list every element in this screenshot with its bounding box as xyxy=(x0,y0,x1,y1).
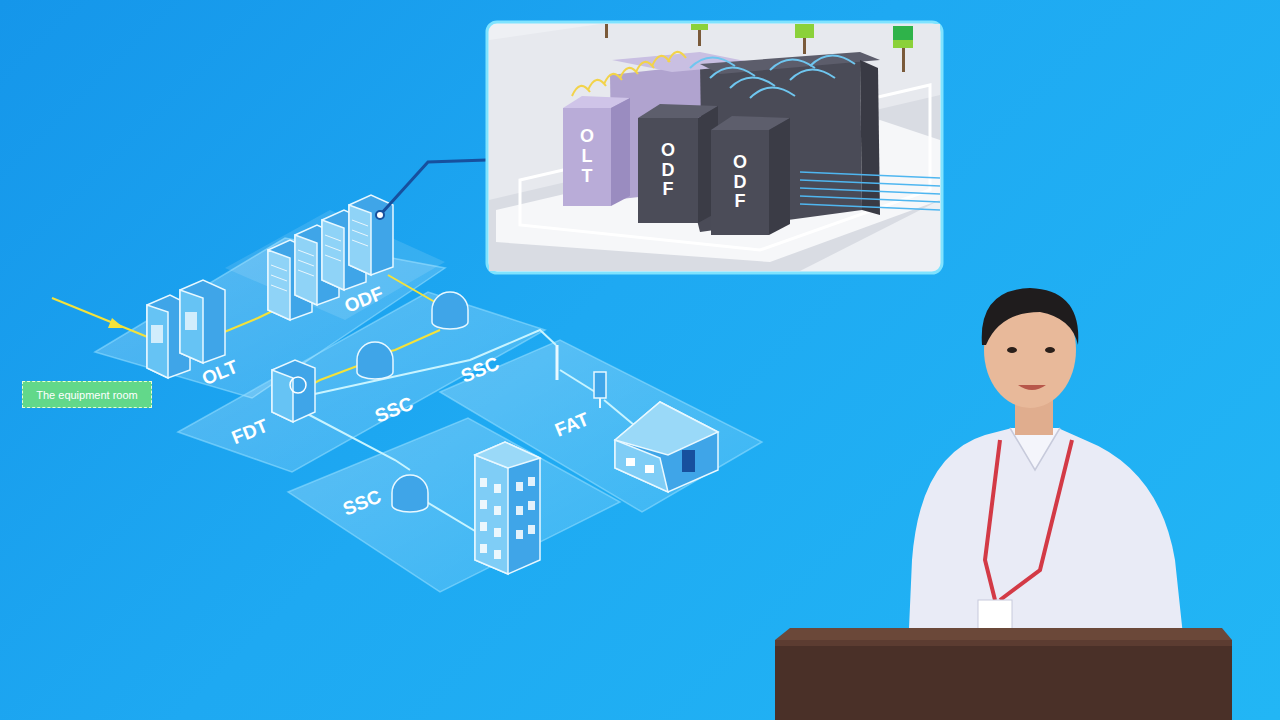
rack-label: ODF xyxy=(731,153,749,212)
odf-rack: ODF xyxy=(711,130,769,235)
odf-rack: ODF xyxy=(638,118,698,223)
rack-label: OLT xyxy=(578,127,596,186)
rack-label: ODF xyxy=(659,141,677,200)
room-label: The equipment room xyxy=(36,389,138,401)
room-tag: The equipment room xyxy=(22,381,152,408)
olt-rack: OLT xyxy=(563,108,611,206)
